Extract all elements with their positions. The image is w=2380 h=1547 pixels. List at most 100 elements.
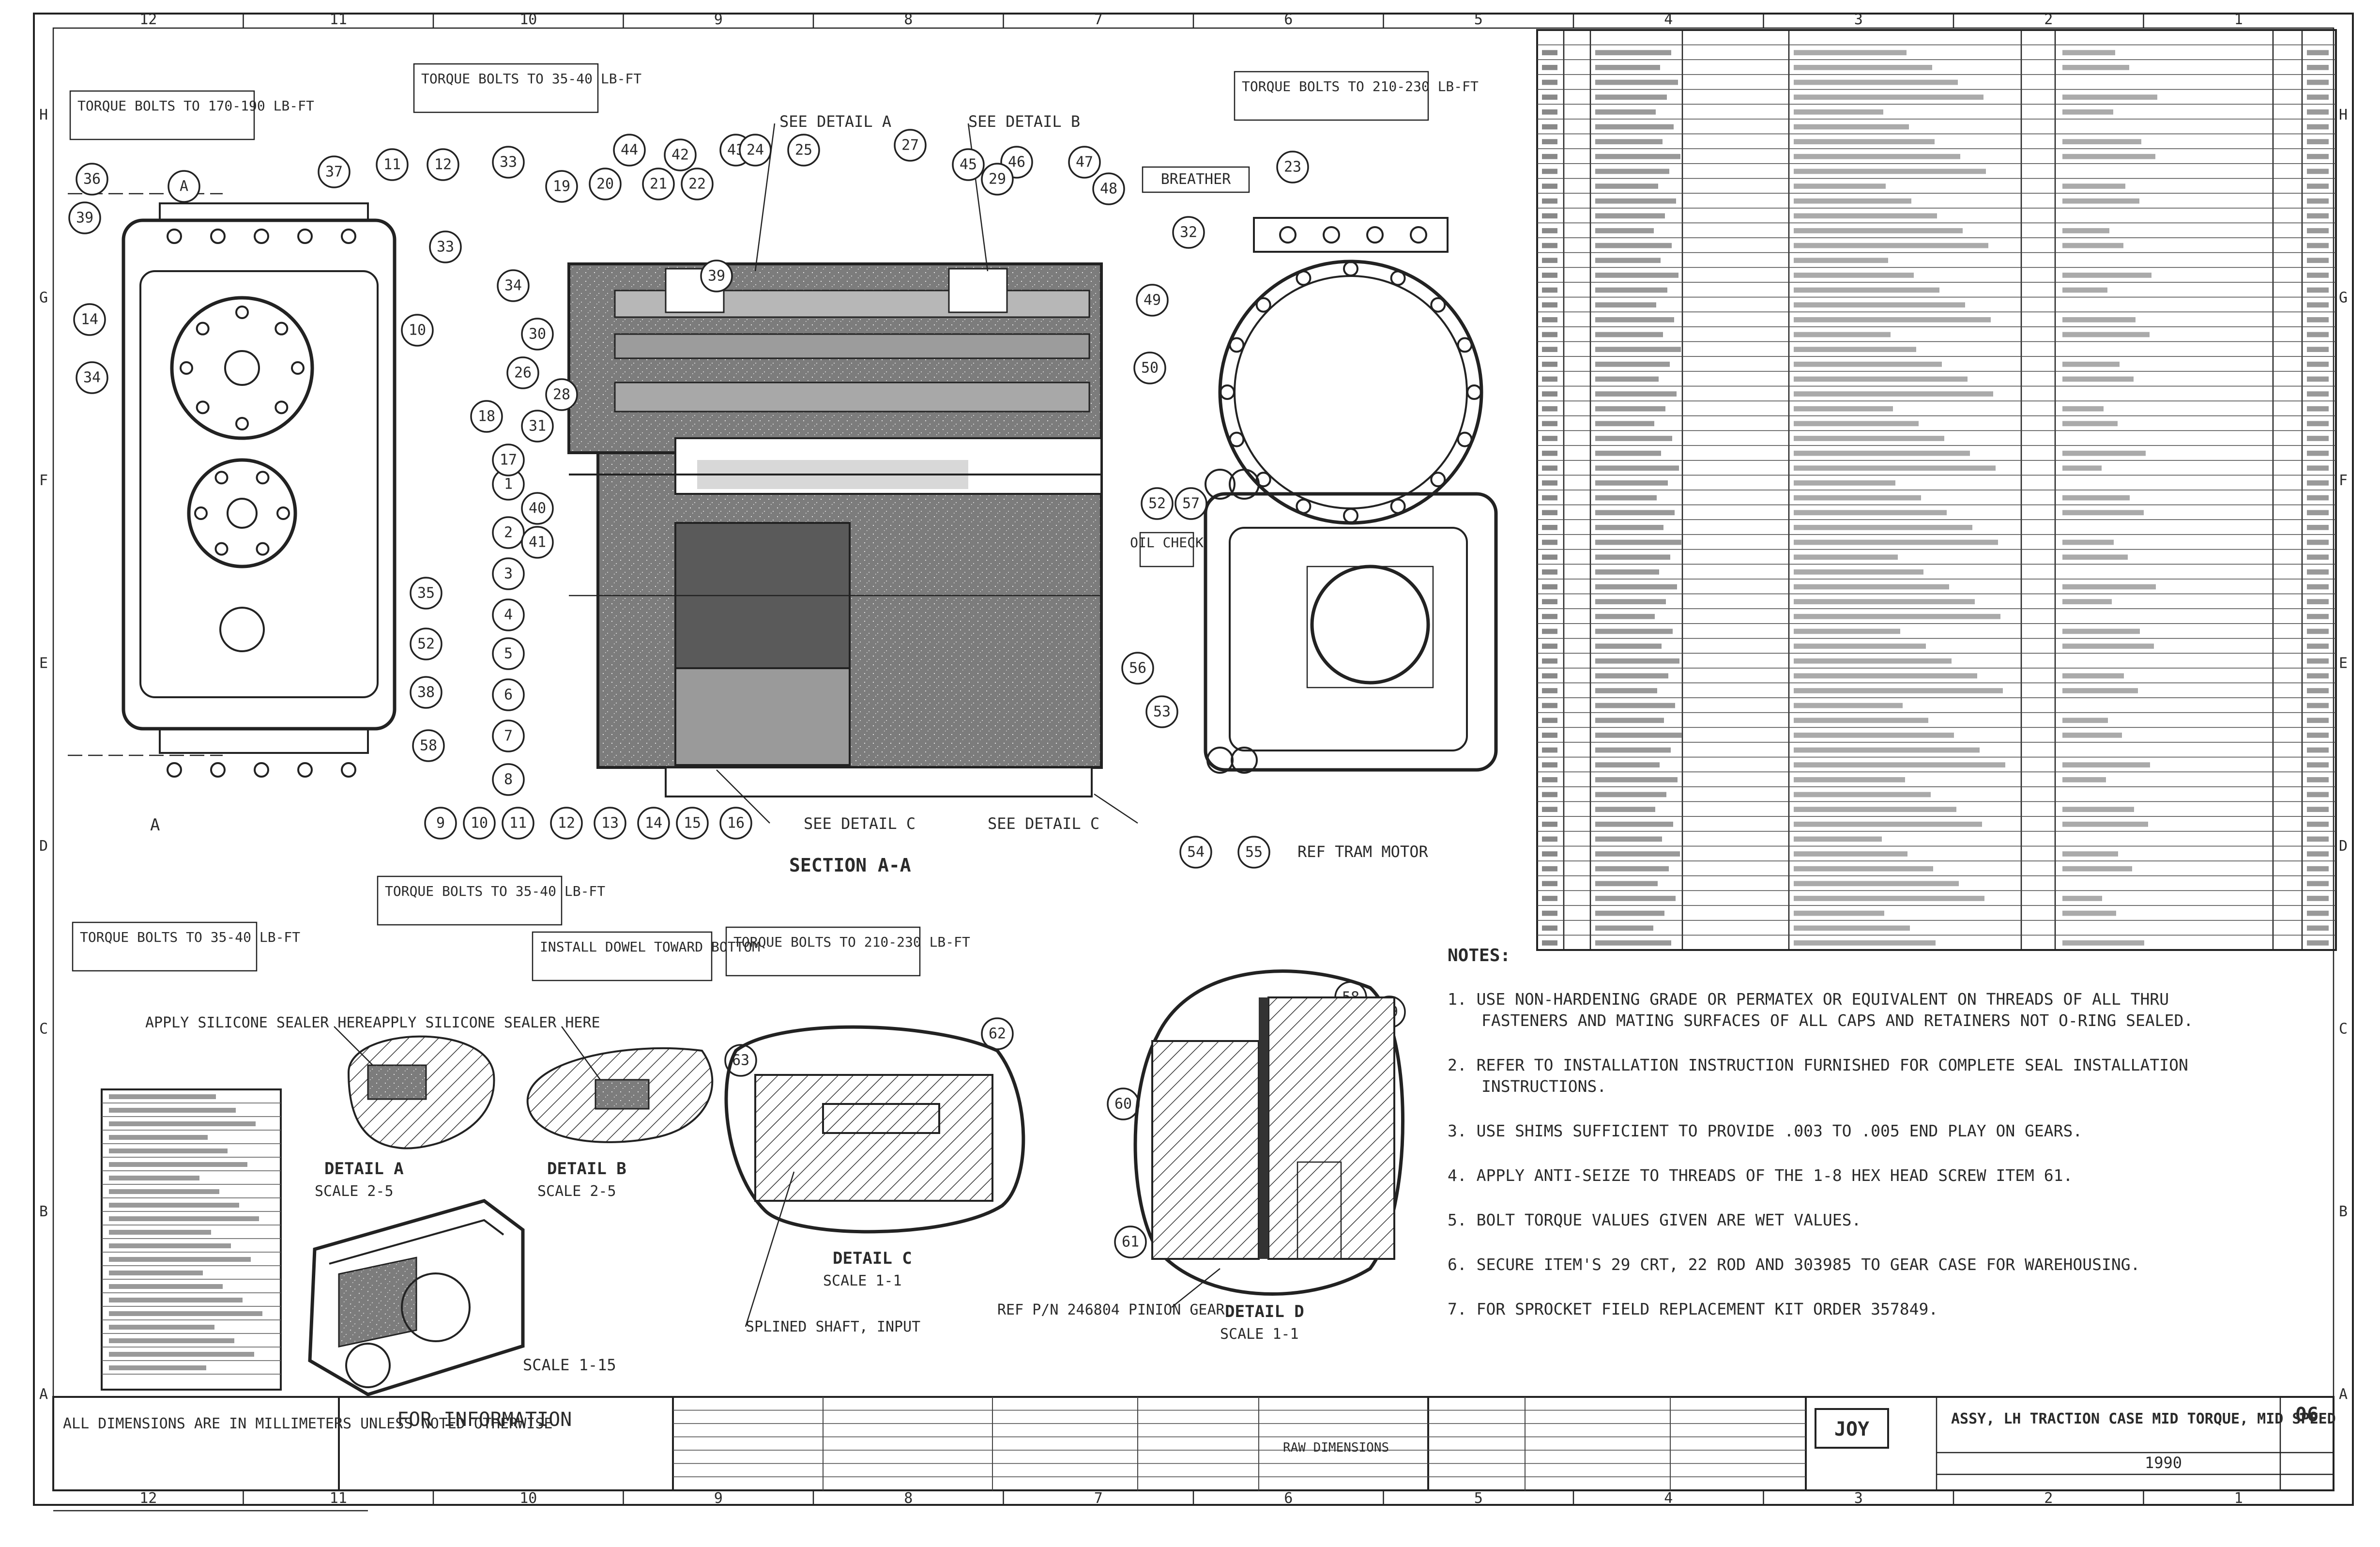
svg-text:35: 35	[417, 585, 435, 602]
bom-cell	[1595, 718, 1664, 723]
bom-cell	[2307, 747, 2329, 753]
svg-text:12: 12	[558, 815, 575, 832]
bom-cell	[2062, 673, 2124, 679]
see-detail-c2-callout: SEE DETAIL C	[988, 814, 1099, 833]
bolt-hole	[1410, 226, 1427, 244]
item-balloon: 36	[76, 163, 108, 196]
spec-table-lines	[102, 1094, 281, 1375]
item-balloon: 10	[401, 314, 434, 347]
svg-text:23: 23	[1284, 159, 1301, 176]
zone-number-top: 3	[1854, 11, 1863, 28]
bom-cell	[2307, 287, 2329, 293]
svg-text:3: 3	[504, 566, 513, 582]
bom-cell	[1794, 584, 1949, 590]
bom-cell	[1542, 510, 1557, 516]
bom-cell	[1595, 792, 1666, 797]
bom-cell	[1794, 361, 1942, 367]
torque-note-4: TORQUE BOLTS TO 35-40 LB-FT	[385, 883, 605, 899]
svg-text:A: A	[180, 178, 188, 195]
spec-cell	[109, 1094, 216, 1099]
bom-cell	[1794, 613, 2000, 619]
svg-text:33: 33	[437, 239, 454, 256]
for-information-label: FOR INFORMATION	[397, 1409, 572, 1431]
svg-text:44: 44	[621, 142, 638, 159]
bom-cell	[1542, 213, 1557, 219]
bolt-hole	[1430, 472, 1446, 488]
bom-cell	[1595, 228, 1654, 233]
bom-cell	[1794, 925, 1910, 931]
bom-cell	[1542, 480, 1557, 486]
detail-c-title: DETAIL C	[833, 1249, 912, 1268]
bom-cell	[2062, 510, 2144, 516]
oil-check-label: OIL CHECK	[1130, 535, 1204, 551]
bom-cell	[1595, 821, 1673, 827]
notes-title: NOTES:	[1448, 946, 1510, 965]
bom-cell	[1595, 361, 1670, 367]
item-balloon: 4	[492, 598, 525, 631]
bom-cell	[2062, 554, 2128, 560]
bom-cell	[2307, 718, 2329, 723]
spec-cell	[109, 1325, 214, 1330]
bom-cell	[2307, 599, 2329, 604]
bom-cell	[1542, 184, 1557, 189]
bom-cell	[1595, 613, 1655, 619]
drawing-number: 1990	[2145, 1454, 2182, 1472]
bom-cell	[2307, 391, 2329, 397]
bom-cell	[1542, 406, 1557, 412]
bom-cell	[1595, 628, 1673, 634]
svg-text:42: 42	[671, 147, 689, 164]
note-item: 1. USE NON-HARDENING GRADE OR PERMATEX O…	[1448, 990, 2193, 1030]
item-balloon: 44	[613, 134, 646, 167]
bom-cell	[2062, 287, 2107, 293]
item-balloon: 10	[463, 807, 496, 840]
bom-cell	[1542, 718, 1557, 723]
bom-cell	[2307, 628, 2329, 634]
bom-cell	[1542, 79, 1557, 85]
item-balloon: 22	[681, 168, 714, 200]
item-balloon: 28	[545, 378, 578, 411]
svg-text:9: 9	[436, 815, 445, 832]
item-balloon: 52	[1141, 487, 1174, 520]
bom-cell	[2307, 421, 2329, 427]
item-balloon: 11	[502, 807, 534, 840]
bom-cell	[1542, 436, 1557, 441]
bom-cell	[2062, 688, 2138, 693]
torque-notes: TORQUE BOLTS TO 170-190 LB-FT TORQUE BOL…	[69, 63, 1479, 981]
zone-letter-left: C	[39, 1020, 48, 1037]
svg-text:45: 45	[960, 156, 977, 173]
svg-text:14: 14	[645, 815, 662, 832]
bom-cell	[1595, 302, 1656, 308]
note-item: 2. REFER TO INSTALLATION INSTRUCTION FUR…	[1448, 1056, 2188, 1096]
bom-cell	[1542, 613, 1557, 619]
spec-cell	[109, 1108, 236, 1113]
section-a-a: SECTION A-A SEE DETAIL A SEE DETAIL B SE…	[567, 112, 1138, 876]
bom-cell	[1595, 836, 1662, 842]
item-balloon: 47	[1068, 146, 1101, 179]
company-logo: JOY	[1834, 1418, 1869, 1440]
zone-number-bottom: 4	[1664, 1490, 1673, 1507]
bom-cell	[1794, 495, 1921, 501]
zone-letter-right: A	[2339, 1386, 2348, 1403]
item-balloon: 54	[1179, 836, 1212, 869]
bom-cell	[1794, 525, 1972, 530]
bom-cell	[2062, 406, 2104, 412]
bom-cell	[1542, 733, 1557, 738]
spec-cell	[109, 1203, 239, 1208]
bolt-hole	[1255, 472, 1271, 488]
bom-cell	[1794, 139, 1935, 144]
svg-text:12: 12	[434, 156, 452, 173]
item-balloon: 40	[521, 492, 554, 525]
bom-cell	[1542, 332, 1557, 337]
bolt-hole	[196, 322, 210, 336]
bom-cell	[2307, 198, 2329, 204]
bom-cell	[1542, 539, 1557, 545]
bom-cell	[1595, 79, 1678, 85]
item-balloon: 49	[1136, 284, 1169, 317]
bom-cell	[2307, 510, 2329, 516]
detail-a-title: DETAIL A	[324, 1159, 404, 1179]
bolt-hole	[291, 361, 305, 375]
svg-text:10: 10	[409, 322, 426, 339]
bolt-hole	[297, 762, 313, 778]
bom-cell	[1595, 925, 1653, 931]
